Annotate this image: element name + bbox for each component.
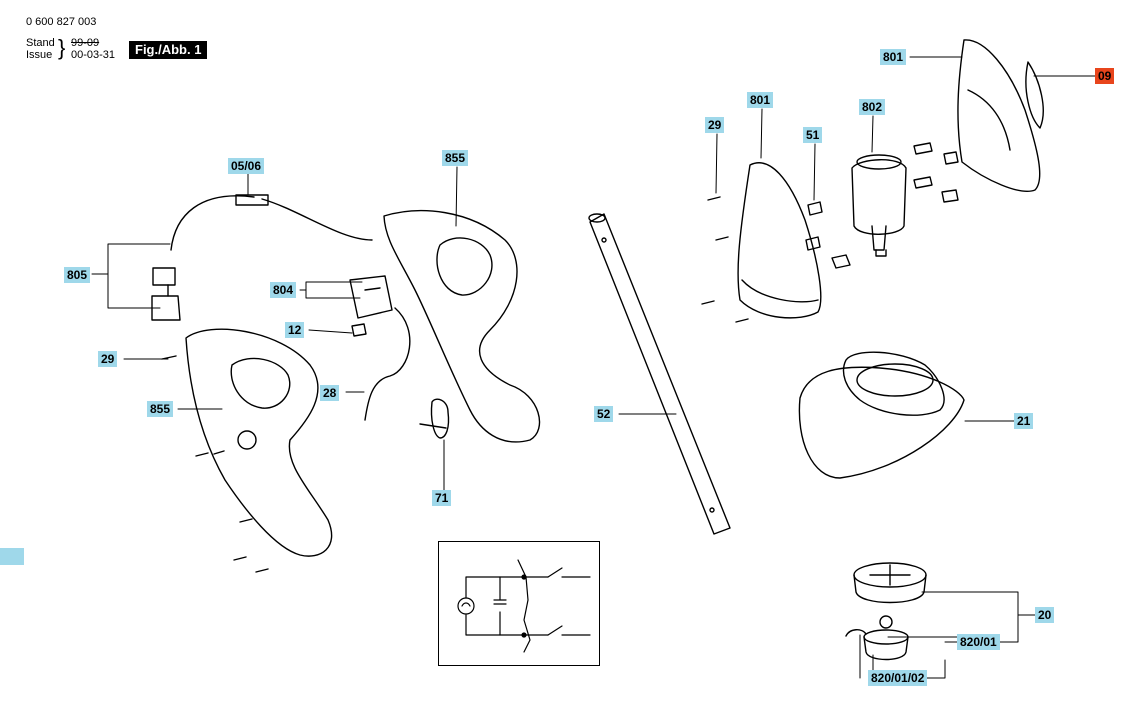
brush-holders-drawing: [805, 201, 851, 269]
label-part-12[interactable]: 12: [285, 322, 305, 338]
issue-value: 00-03-31: [71, 49, 116, 61]
cable-plug-drawing: [151, 194, 373, 321]
label-part-09[interactable]: 09: [1095, 68, 1115, 84]
spool-drawing: [845, 615, 909, 661]
motor-housing-top-drawing: [957, 39, 1041, 192]
label-part-05-06[interactable]: 05/06: [228, 158, 265, 174]
stand-value: 99-09: [71, 37, 100, 49]
handle-half-left-drawing: [185, 328, 333, 557]
handle-half-center-drawing: [383, 209, 541, 443]
circuit-schematic-box: [438, 541, 600, 666]
motor-housing-half-drawing: [737, 162, 822, 319]
label-part-21[interactable]: 21: [1014, 413, 1034, 429]
figure-badge: Fig./Abb. 1: [129, 41, 208, 59]
guard-drawing: [798, 351, 965, 479]
label-part-855-left[interactable]: 855: [147, 401, 174, 417]
circuit-schematic-drawing: [457, 559, 591, 653]
brace-glyph: }: [58, 35, 66, 60]
stand-label: Stand: [26, 37, 55, 49]
spool-cap-drawing: [853, 562, 927, 604]
issue-label: Issue: [26, 49, 53, 61]
screws-right-drawing: [701, 196, 749, 323]
motor-drawing: [851, 154, 907, 257]
label-part-820-01[interactable]: 820/01: [957, 634, 1000, 650]
label-part-29-right[interactable]: 29: [705, 117, 725, 133]
label-part-71[interactable]: 71: [432, 490, 452, 506]
clip-drawing: [419, 398, 450, 439]
label-part-20[interactable]: 20: [1035, 607, 1055, 623]
blade-drawing: [1025, 61, 1044, 129]
label-part-28[interactable]: 28: [320, 385, 340, 401]
label-part-820-01-02[interactable]: 820/01/02: [868, 670, 928, 686]
color-swatch: [0, 548, 24, 565]
label-part-29-left[interactable]: 29: [98, 351, 118, 367]
switch-drawing: [349, 275, 411, 421]
leader-lines: [91, 56, 1096, 679]
label-part-804[interactable]: 804: [270, 282, 297, 298]
tube-drawing: [588, 213, 731, 535]
screws-left-drawing: [161, 355, 269, 573]
label-part-52[interactable]: 52: [594, 406, 614, 422]
label-part-855-center[interactable]: 855: [442, 150, 469, 166]
label-part-51[interactable]: 51: [803, 127, 823, 143]
label-part-805[interactable]: 805: [64, 267, 91, 283]
label-part-801-top[interactable]: 801: [880, 49, 907, 65]
label-part-801-mid[interactable]: 801: [747, 92, 774, 108]
magnets-drawing: [913, 142, 959, 203]
part-number: 0 600 827 003: [26, 16, 97, 28]
label-part-802[interactable]: 802: [859, 99, 886, 115]
